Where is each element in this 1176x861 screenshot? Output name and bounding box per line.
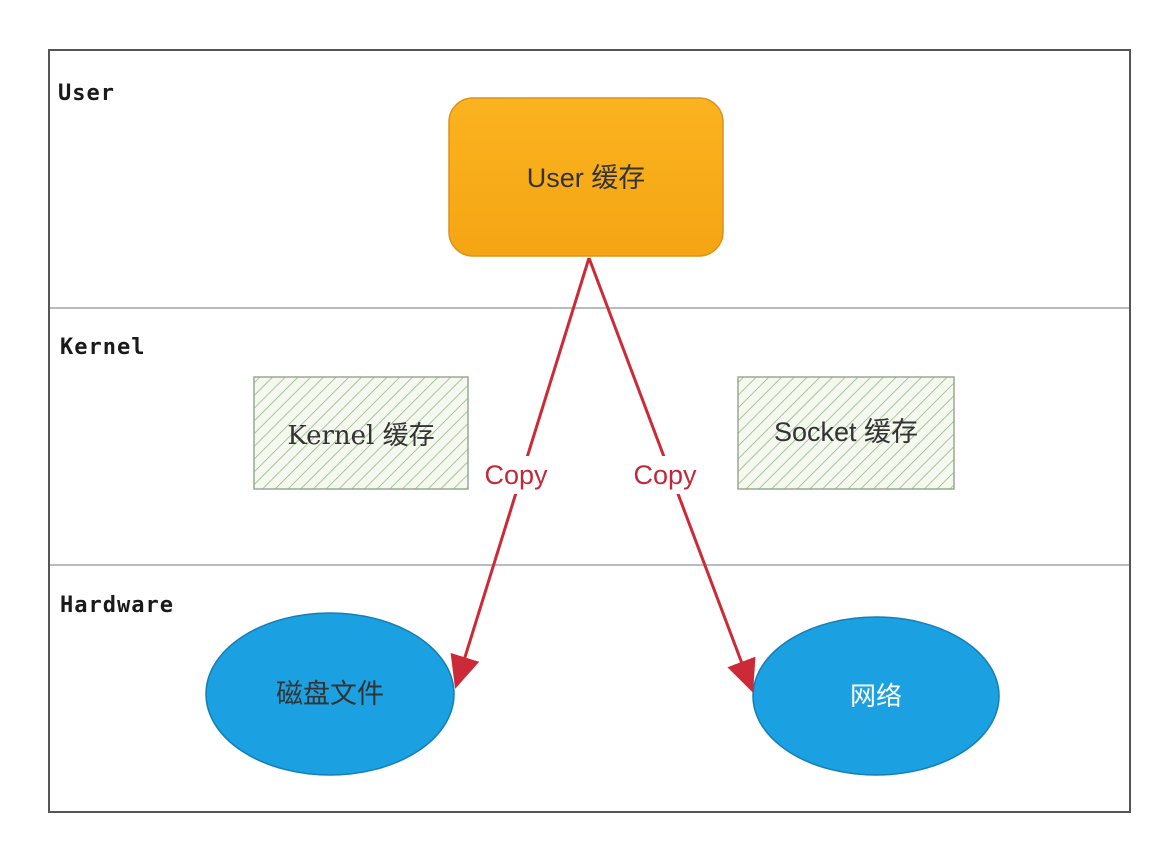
- socket-cache-node: Socket 缓存: [737, 376, 955, 490]
- user-cache-label: User 缓存: [527, 163, 646, 193]
- copy-left-label-mask: [480, 456, 552, 494]
- disk-file-label: 磁盘文件: [276, 679, 384, 709]
- kernel-cache-node: Kernel 缓存: [253, 376, 469, 490]
- network-label: 网络: [850, 681, 902, 711]
- user-cache-node: User 缓存: [448, 97, 724, 257]
- layer-label-user: User: [58, 81, 115, 106]
- layer-label-kernel: Kernel: [60, 335, 145, 360]
- copy-right-label-mask: [628, 456, 702, 494]
- socket-cache-label: Socket 缓存: [774, 417, 918, 447]
- layer-label-hardware: Hardware: [60, 593, 174, 618]
- kernel-cache-label: Kernel 缓存: [287, 421, 434, 451]
- network-node: 网络: [752, 616, 1000, 776]
- disk-file-node: 磁盘文件: [205, 612, 455, 776]
- copy-left-label: Copy: [484, 460, 548, 490]
- copy-right-label: Copy: [633, 460, 697, 490]
